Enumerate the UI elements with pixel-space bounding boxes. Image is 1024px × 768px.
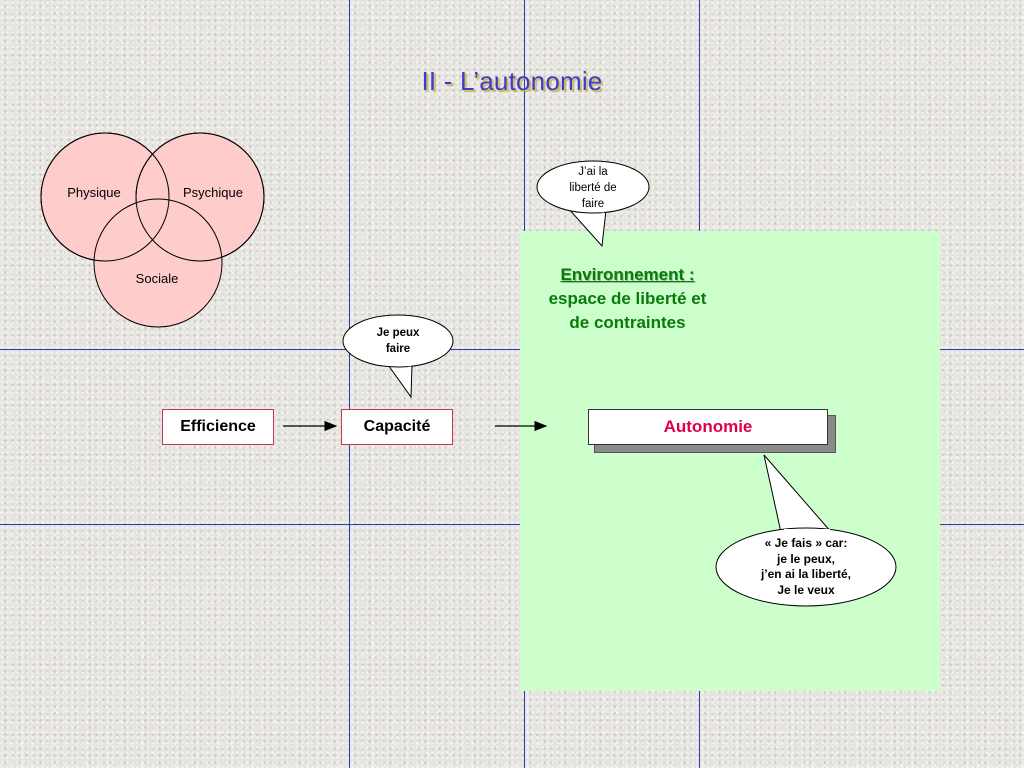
environment-label: Environnement : espace de liberté et de … [520,263,735,335]
bubble-je-fais-line-4: Je le veux [777,582,835,597]
bubble-je-fais-line-3: j’en ai la liberté, [760,567,852,581]
bubble-je-fais-line-2: je le peux, [776,551,836,566]
grid-line-h1 [0,349,1024,350]
speech-bubble-je-fais [715,454,897,607]
speech-bubble-je-peux [342,314,454,399]
bubble-liberte-line-1: J’ai la [578,166,608,178]
bubble-text-liberte: J’ai la liberté de faire [543,164,643,212]
environment-line-3: de contraintes [569,313,686,332]
bubble-liberte-line-3: faire [581,198,605,210]
efficience-box: Efficience [162,409,274,445]
bubble-je-peux-line-2: faire [385,343,411,355]
venn-circle-sociale [93,198,223,328]
environment-heading: Environnement : [560,265,695,284]
autonomie-box: Autonomie [588,409,828,445]
bubble-text-je-fais: « Je fais » car: je le peux, j’en ai la … [726,536,886,598]
slide-title: II - L’autonomie [421,66,603,96]
grid-line-v1 [349,0,350,768]
capacite-box: Capacité [341,409,453,445]
bubble-je-fais-line-1: « Je fais » car: [764,536,848,550]
venn-label-psychique: Psychique [183,185,243,200]
venn-label-sociale: Sociale [135,271,179,286]
bubble-je-peux-line-1: Je peux [376,327,420,339]
environment-box [520,231,940,691]
environment-line-2: espace de liberté et [548,289,707,308]
grid-line-h2 [0,524,1024,525]
venn-diagram [40,132,265,328]
venn-label-physique: Physique [67,185,121,200]
speech-bubble-liberte [536,160,650,248]
bubble-liberte-line-2: liberté de [569,182,617,194]
bubble-text-je-peux: Je peux faire [348,325,448,357]
